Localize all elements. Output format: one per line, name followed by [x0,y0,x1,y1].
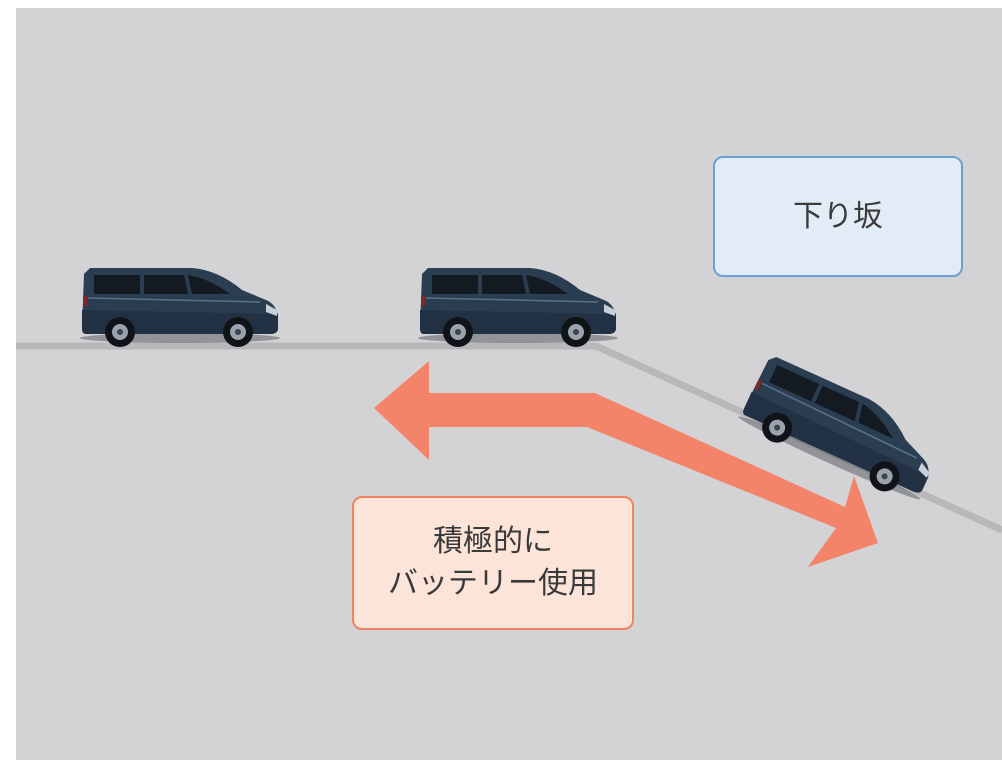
downhill-label: 下り坂 [793,198,883,234]
diagram-scene [16,267,1002,567]
minivan-icon [417,267,619,348]
battery-usage-line-2: バッテリー使用 [388,566,598,601]
double-headed-arrow-icon [374,361,878,567]
minivan-icon [79,267,281,348]
downhill-label-box: 下り坂 [713,156,963,277]
battery-usage-line-1: 積極的に [433,524,553,559]
battery-usage-label-box: 積極的に バッテリー使用 [352,496,634,630]
diagram-canvas: 下り坂 積極的に バッテリー使用 [16,8,1002,760]
